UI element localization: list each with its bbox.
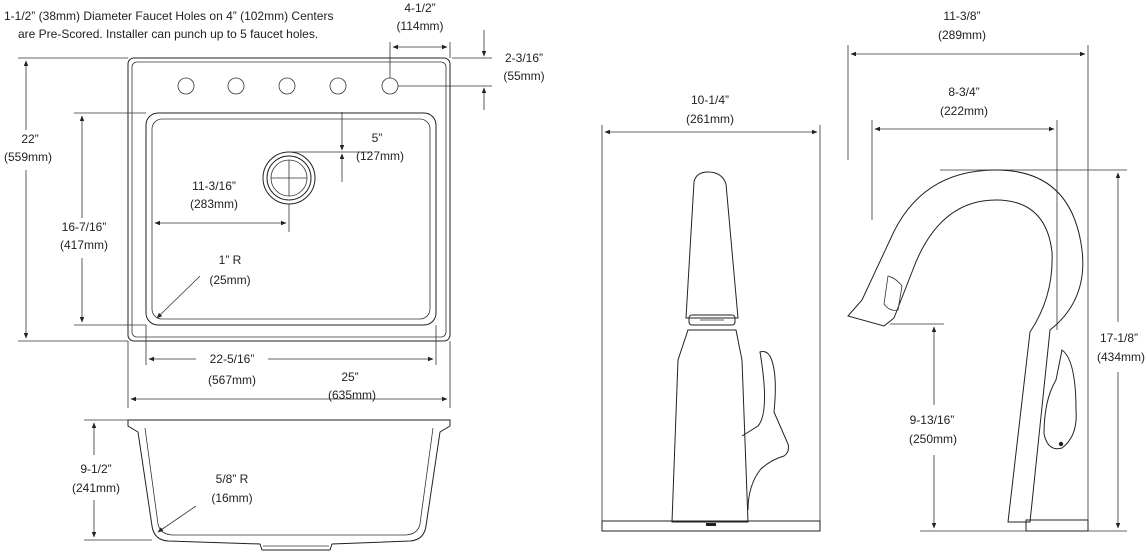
dim-bottom-radius-metric: (16mm): [211, 491, 252, 505]
sprayer-face: [688, 314, 736, 326]
dim-spout-height-imperial: 9-13/16”: [910, 413, 955, 427]
dim-overall-width-metric: (635mm): [328, 388, 376, 402]
sprayer-head: [685, 171, 739, 319]
dim-hole-spacing-metric: (114mm): [396, 19, 443, 33]
faucet-holes: [177, 77, 399, 95]
bowl-outline: [145, 112, 437, 326]
deck-plate: [601, 520, 821, 532]
sink-section-outline: [127, 419, 451, 551]
sink-section-inner: [144, 427, 434, 536]
dim-hole-spacing-imperial: 4-1/2”: [404, 1, 435, 15]
dim-overall-depth-imperial: 22”: [21, 132, 38, 146]
dim-bowl-depth-imperial: 16-7/16”: [62, 220, 107, 234]
faucet-front-view: 10-1/4” (261mm): [601, 93, 821, 532]
side-deck-plate: [1025, 519, 1089, 532]
dim-bowl-height-metric: (241mm): [72, 481, 120, 495]
dim-corner-radius-metric: (25mm): [209, 273, 250, 287]
dim-bowl-width-metric: (567mm): [208, 373, 256, 387]
dim-faucet-width-metric: (261mm): [686, 112, 734, 126]
sink-rim: [131, 61, 447, 338]
faucet-handle: [741, 351, 789, 511]
bowl-inner: [151, 118, 431, 320]
sink-top-view: 4-1/2” (114mm) 2-3/16” (55mm) 22” (559mm…: [4, 1, 545, 408]
dim-reach-imperial: 11-3/8”: [943, 9, 980, 23]
dim-corner-radius-imperial: 1” R: [219, 253, 242, 267]
dim-bottom-radius-imperial: 5/8” R: [216, 472, 249, 486]
note-line-1: 1-1/2” (38mm) Diameter Faucet Holes on 4…: [4, 9, 333, 23]
dim-drain-side-metric: (283mm): [190, 197, 238, 211]
dim-drain-side-imperial: 11-3/16”: [192, 179, 236, 193]
dim-overall-width-imperial: 25”: [341, 370, 358, 384]
dim-drain-front-metric: (127mm): [356, 149, 404, 163]
dim-overall-height-imperial: 17-1/8”: [1100, 331, 1138, 345]
dim-hole-offset-imperial: 2-3/16”: [505, 51, 543, 65]
dim-hole-offset-metric: (55mm): [503, 69, 544, 83]
dim-spout-reach-metric: (222mm): [940, 104, 988, 118]
dim-overall-height-metric: (434mm): [1097, 350, 1145, 364]
dim-bowl-width-imperial: 22-5/16”: [210, 352, 255, 366]
drain: [262, 151, 316, 205]
faucet-side-view: 11-3/8” (289mm) 8-3/4” (222mm) 17-1/8” (…: [847, 9, 1145, 532]
dim-overall-depth-metric: (559mm): [4, 150, 52, 164]
note-line-2: are Pre-Scored. Installer can punch up t…: [18, 27, 318, 41]
spray-head-detail: [883, 275, 903, 311]
dim-spout-height-metric: (250mm): [909, 432, 957, 446]
faucet-gooseneck: [847, 169, 1084, 523]
dim-bowl-height-imperial: 9-1/2”: [80, 462, 111, 476]
sink-section-view: 9-1/2” (241mm) 5/8” R (16mm): [72, 419, 451, 551]
dim-faucet-width-imperial: 10-1/4”: [691, 93, 729, 107]
dim-reach-metric: (289mm): [938, 28, 986, 42]
faucet-body: [671, 329, 749, 523]
side-handle: [1043, 349, 1077, 450]
sink-outline: [127, 57, 451, 342]
dim-spout-reach-imperial: 8-3/4”: [948, 85, 979, 99]
dim-drain-front-imperial: 5”: [372, 131, 383, 145]
dim-bowl-depth-metric: (417mm): [60, 238, 108, 252]
